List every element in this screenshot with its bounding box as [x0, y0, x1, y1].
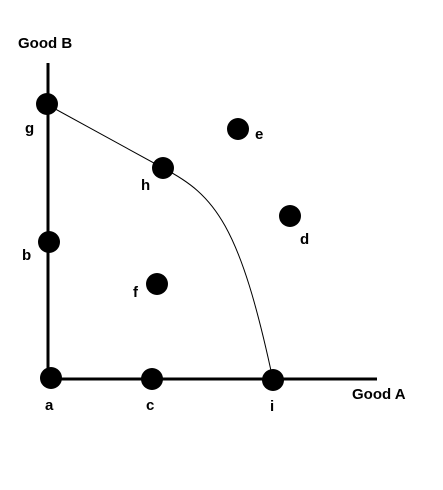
- point-a: [40, 367, 62, 389]
- point-e: [227, 118, 249, 140]
- point-b-label: b: [22, 247, 31, 264]
- point-c: [141, 368, 163, 390]
- point-h: [152, 157, 174, 179]
- point-h-label: h: [141, 177, 150, 194]
- point-g: [36, 93, 58, 115]
- point-f-label: f: [133, 284, 139, 301]
- y-axis-title: Good B: [18, 35, 72, 52]
- point-b: [38, 231, 60, 253]
- point-c-label: c: [146, 397, 154, 414]
- point-g-label: g: [25, 120, 34, 137]
- point-d-label: d: [300, 231, 309, 248]
- x-axis-title: Good A: [352, 386, 406, 403]
- point-d: [279, 205, 301, 227]
- point-a-label: a: [45, 397, 54, 414]
- frontier-curve: [47, 104, 274, 381]
- point-i: [262, 369, 284, 391]
- point-e-label: e: [255, 126, 263, 143]
- point-i-label: i: [270, 398, 274, 415]
- point-f: [146, 273, 168, 295]
